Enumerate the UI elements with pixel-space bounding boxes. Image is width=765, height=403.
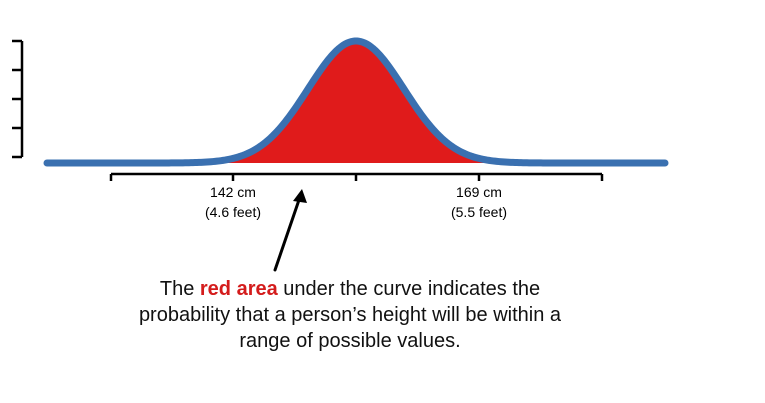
lower-bound-imperial-label: (4.6 feet) — [205, 204, 261, 220]
pointer-arrow-head — [293, 189, 307, 203]
caption-before: The — [159, 278, 200, 300]
bell-curve-line — [43, 37, 669, 167]
pointer-arrow-shaft — [273, 195, 302, 272]
shaded-probability-area — [190, 41, 522, 163]
caption-highlight: red area — [199, 278, 278, 300]
lower-bound-metric-label: 142 cm — [210, 184, 256, 200]
upper-bound-imperial-label: (5.5 feet) — [451, 204, 507, 220]
upper-bound-metric-label: 169 cm — [456, 184, 502, 200]
caption: The red area under the curve indicates t… — [130, 276, 570, 354]
caption-after: under the curve indicates the probabilit… — [138, 278, 562, 352]
